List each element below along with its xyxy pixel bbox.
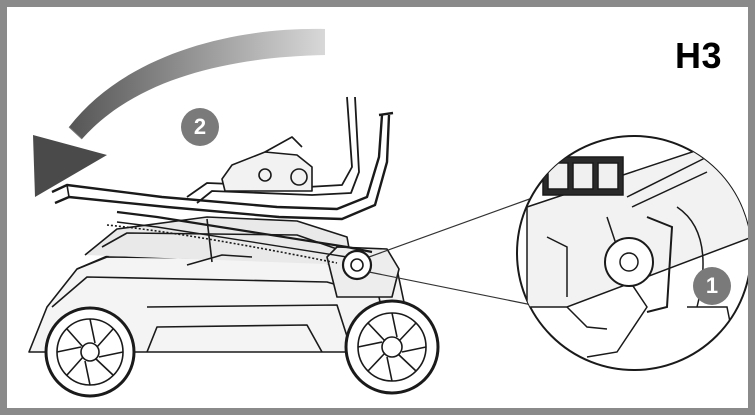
page-title: H3: [674, 35, 722, 76]
lawn-mower-illustration: [28, 96, 440, 398]
front-wheel: [44, 306, 136, 398]
rear-wheel: [344, 299, 440, 395]
step-badge-2: 2: [181, 108, 219, 146]
mower-diagram: [28, 28, 748, 398]
callout-lines: [368, 196, 543, 308]
step-badge-1: 1: [693, 267, 731, 305]
handle-lock-detail-icon: [516, 135, 748, 371]
rotation-arrow-icon: [33, 28, 325, 197]
